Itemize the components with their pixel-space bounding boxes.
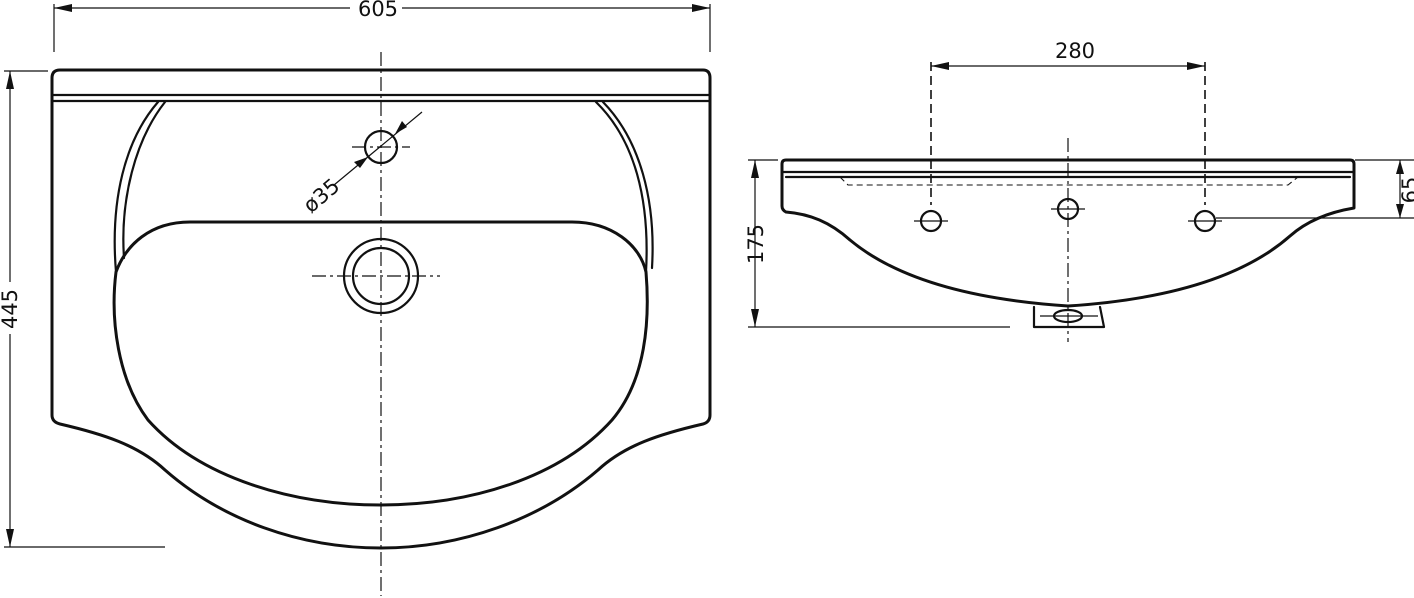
front-hole-left — [914, 209, 948, 233]
hole-spacing-dimension: 280 — [930, 39, 1206, 205]
width-dimension-label: 605 — [358, 0, 398, 21]
front-hole-right — [1188, 209, 1222, 233]
bowl-right-wall — [594, 100, 648, 274]
bowl-right-wall-inner — [601, 100, 654, 270]
height-dimension: 175 — [744, 159, 1010, 328]
drain-outlet — [1032, 305, 1106, 329]
basin-front-profile — [780, 158, 1356, 308]
hole-spacing-dimension-label: 280 — [1055, 39, 1095, 63]
tap-hole-dimension: ø35 — [299, 111, 423, 218]
width-dimension: 605 — [53, 0, 711, 52]
hole-height-dimension-label: 65 — [1398, 177, 1414, 204]
basin-outer-outline — [50, 68, 712, 550]
hidden-deck-line — [839, 176, 1299, 186]
front-view: 280 175 65 — [744, 39, 1414, 342]
top-view: 605 445 — [0, 0, 712, 596]
bowl-left-wall — [113, 100, 160, 274]
height-dimension-label: 175 — [744, 224, 768, 264]
bowl-left-wall-inner — [122, 100, 167, 260]
tap-hole-dimension-label: ø35 — [299, 174, 345, 218]
depth-dimension-label: 445 — [0, 289, 22, 329]
depth-dimension: 445 — [0, 70, 165, 548]
drain-inner — [351, 246, 411, 306]
bowl-basin — [112, 220, 649, 507]
hole-height-dimension: 65 — [1216, 159, 1414, 219]
